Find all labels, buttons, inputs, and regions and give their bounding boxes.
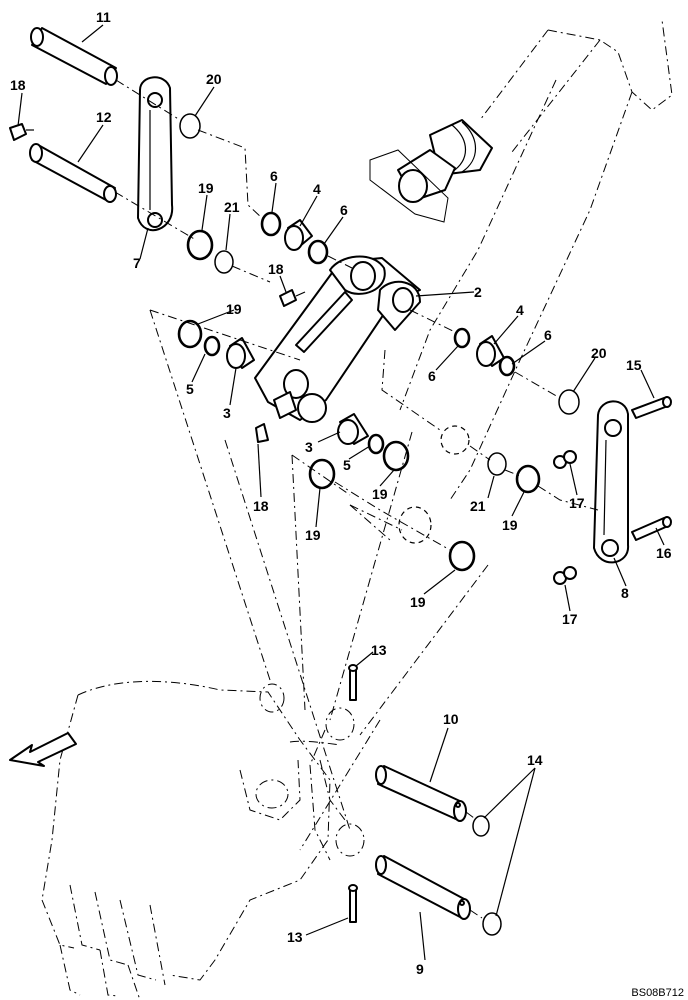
label-8: 8 (621, 585, 629, 601)
bushing-3-lower (337, 413, 369, 445)
seal-6-b (307, 239, 329, 265)
label-2: 2 (474, 284, 482, 300)
bushing-4-upper (284, 219, 313, 251)
label-7: 7 (133, 255, 141, 271)
bolt-13-lower (348, 884, 358, 923)
label-4: 4 (516, 302, 524, 318)
leader-lines (17, 24, 665, 961)
label-20: 20 (206, 71, 222, 87)
arm-pin-boss (349, 425, 470, 544)
o-ring-19-left (177, 319, 203, 349)
ring-14-lower (482, 912, 502, 936)
cylinder-rod (369, 119, 493, 223)
label-18: 18 (253, 498, 269, 514)
grease-fitting-18-left (9, 123, 34, 141)
label-11: 11 (96, 9, 111, 25)
o-ring-19-bottom (448, 540, 476, 572)
label-6: 6 (544, 327, 552, 343)
forward-direction-arrow (9, 732, 77, 767)
label-6: 6 (270, 168, 278, 184)
label-19: 19 (226, 301, 242, 317)
label-19: 19 (410, 594, 426, 610)
label-17: 17 (562, 611, 578, 627)
label-13: 13 (287, 929, 303, 945)
ring-14-upper (472, 815, 490, 837)
seal-6-c (453, 327, 471, 349)
label-5: 5 (186, 381, 194, 397)
label-4: 4 (313, 181, 321, 197)
bolt-13-upper (348, 664, 358, 701)
arm-outline (399, 19, 673, 501)
label-3: 3 (305, 439, 313, 455)
label-16: 16 (656, 545, 672, 561)
o-ring-19-lower-left (308, 458, 336, 490)
label-19: 19 (372, 486, 388, 502)
label-14: 14 (527, 752, 543, 768)
label-6: 6 (428, 368, 436, 384)
nuts-17-upper (553, 450, 577, 469)
bucket-outline (41, 680, 365, 981)
pin-12 (29, 143, 117, 203)
drawing-code: BS08B712 (631, 987, 684, 999)
centerline-pin10 (465, 811, 475, 819)
label-9: 9 (416, 961, 424, 977)
link-8 (593, 400, 630, 564)
label-18: 18 (268, 261, 284, 277)
seal-6-a (260, 211, 282, 237)
label-13: 13 (371, 642, 387, 658)
label-19: 19 (198, 180, 214, 196)
seal-5-lower (367, 433, 385, 455)
label-20: 20 (591, 345, 607, 361)
shim-20-upper (179, 113, 201, 139)
label-17: 17 (569, 495, 585, 511)
label-10: 10 (443, 711, 459, 727)
bushing-3-left (226, 337, 255, 369)
label-18: 18 (10, 77, 26, 93)
pin-9 (375, 855, 471, 920)
bolt-15 (631, 396, 672, 419)
centerline-pin9 (469, 909, 483, 919)
label-6: 6 (340, 202, 348, 218)
link-7 (137, 76, 174, 231)
label-21: 21 (470, 498, 486, 514)
label-12: 12 (96, 109, 112, 125)
grease-fitting-18-center (279, 289, 306, 307)
nuts-17-lower (553, 566, 577, 585)
label-15: 15 (626, 357, 642, 373)
assembly-centerlines (114, 79, 599, 551)
label-5: 5 (343, 457, 351, 473)
label-19: 19 (305, 527, 321, 543)
shim-20-right (558, 389, 580, 415)
seal-6-d (498, 355, 516, 377)
bolt-16 (631, 516, 672, 541)
bushing-4-right (476, 335, 505, 367)
bucket-teeth (41, 884, 166, 1000)
shim-21-upper (214, 250, 234, 274)
pin-10 (375, 765, 467, 822)
o-ring-19-upper (186, 229, 214, 261)
callout-labels: 11 18 12 20 6 4 6 19 21 7 18 2 19 5 3 4 … (10, 9, 672, 977)
label-3: 3 (223, 405, 231, 421)
o-ring-19-mid (382, 440, 410, 472)
pin-11 (30, 27, 118, 86)
main-link-2 (254, 255, 421, 423)
seal-5-left (203, 335, 221, 357)
shim-21-right (487, 452, 507, 476)
projection-lines (149, 309, 489, 851)
o-ring-19-right (515, 464, 541, 494)
label-19: 19 (502, 517, 518, 533)
label-21: 21 (224, 199, 240, 215)
grease-fitting-18-lower (255, 423, 269, 443)
